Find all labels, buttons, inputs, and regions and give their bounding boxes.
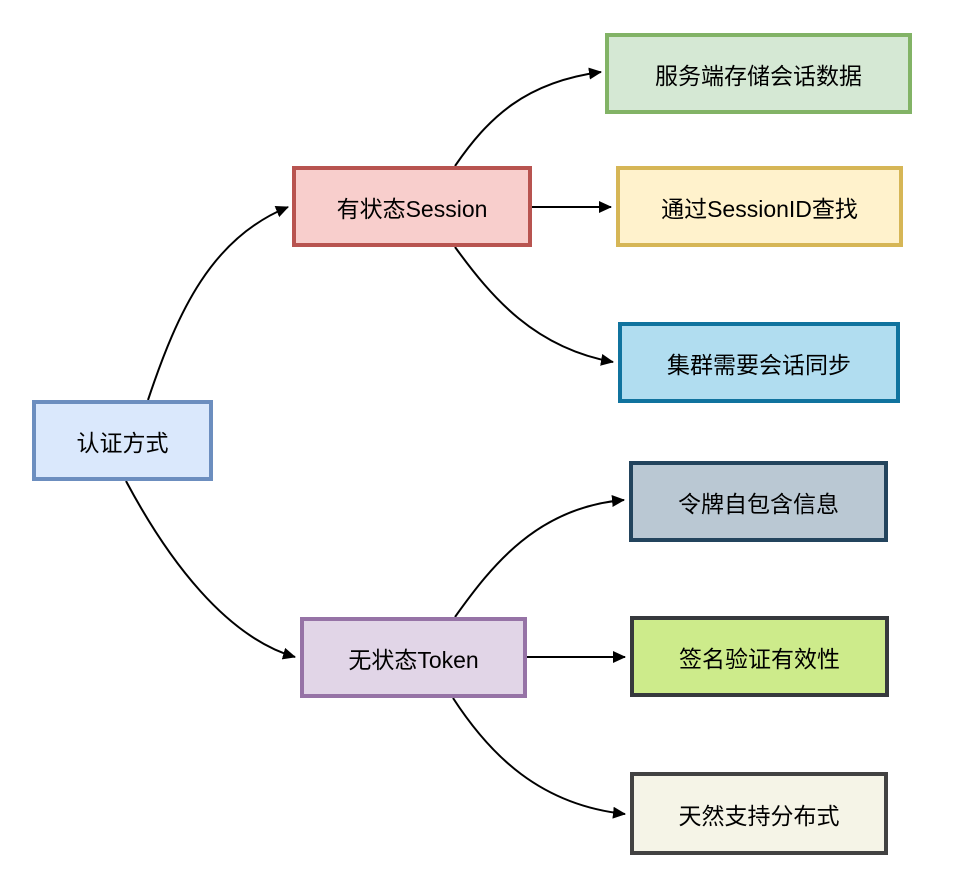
edge-token-to-token-selfcontained <box>454 495 625 618</box>
node-label: 认证方式 <box>76 429 169 456</box>
edge-token-to-token-distributed <box>452 697 626 819</box>
edge-root-to-session <box>147 205 289 401</box>
edge-root-to-token <box>125 480 296 660</box>
node-label: 服务端存储会话数据 <box>655 62 862 89</box>
node-label: 无状态Token <box>348 646 479 673</box>
edge-session-to-session-storage <box>454 67 602 167</box>
node-token-signature[interactable]: 签名验证有效性 <box>630 616 889 697</box>
node-session-sync[interactable]: 集群需要会话同步 <box>618 322 900 403</box>
node-session[interactable]: 有状态Session <box>292 166 532 247</box>
node-label: 令牌自包含信息 <box>678 490 839 517</box>
node-root[interactable]: 认证方式 <box>32 400 213 481</box>
node-session-storage[interactable]: 服务端存储会话数据 <box>605 33 912 114</box>
node-token-selfcontained[interactable]: 令牌自包含信息 <box>629 461 888 542</box>
node-label: 通过SessionID查找 <box>661 195 858 222</box>
edge-session-to-session-sync <box>454 246 614 366</box>
node-label: 天然支持分布式 <box>678 802 840 829</box>
node-token-distributed[interactable]: 天然支持分布式 <box>630 772 888 855</box>
node-label: 集群需要会话同步 <box>667 351 851 378</box>
node-token[interactable]: 无状态Token <box>300 617 527 698</box>
node-session-lookup[interactable]: 通过SessionID查找 <box>616 166 903 247</box>
node-label: 签名验证有效性 <box>679 645 840 672</box>
node-label: 有状态Session <box>336 195 488 222</box>
